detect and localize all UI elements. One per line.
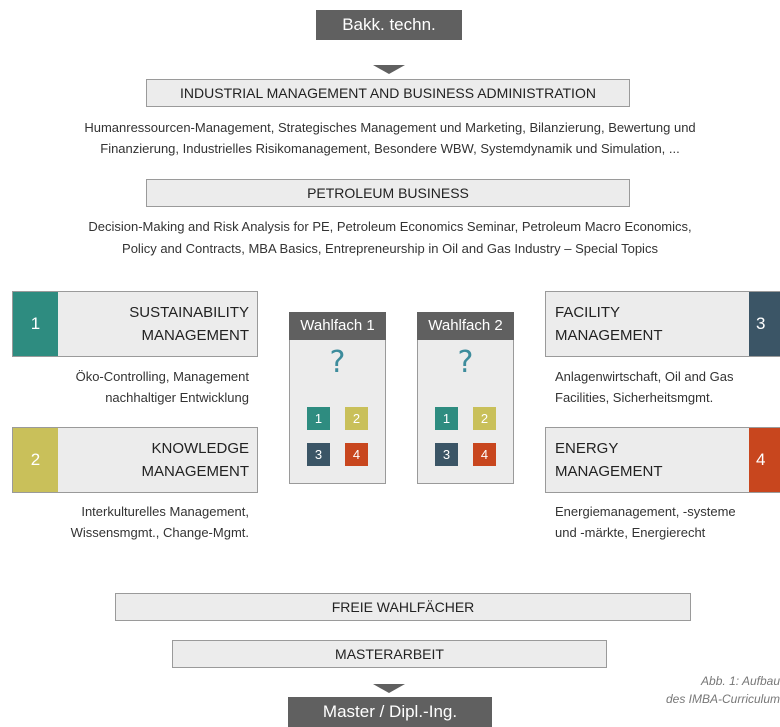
master-dipl-ing-box: Master / Dipl.-Ing.	[288, 697, 492, 727]
module-title: KNOWLEDGE	[151, 440, 249, 457]
wahlfach-title: Wahlfach 1	[289, 312, 386, 340]
petroleum-description-line2: Policy and Contracts, MBA Basics, Entrep…	[122, 241, 658, 256]
option-2-square: 2	[473, 407, 496, 430]
option-3-square: 3	[307, 443, 330, 466]
wahlfach-2-box: Wahlfach 2 ? 1 2 3 4	[417, 312, 514, 484]
bakk-techn-box: Bakk. techn.	[316, 10, 462, 40]
module-number-4: 4	[749, 428, 780, 492]
wahlfach-title: Wahlfach 2	[417, 312, 514, 340]
module-number-3: 3	[749, 292, 780, 356]
figure-caption-line1: Abb. 1: Aufbau	[701, 674, 780, 688]
wahlfach-1-box: Wahlfach 1 ? 1 2 3 4	[289, 312, 386, 484]
energy-description-line2: und -märkte, Energierecht	[555, 525, 706, 540]
facility-description-line1: Anlagenwirtschaft, Oil and Gas	[555, 369, 734, 384]
option-4-square: 4	[345, 443, 368, 466]
energy-module: ENERGY MANAGEMENT 4	[545, 427, 780, 493]
module-title: SUSTAINABILITY	[129, 304, 249, 321]
facility-module: FACILITY MANAGEMENT 3	[545, 291, 780, 357]
module-title: MANAGEMENT	[555, 327, 663, 344]
option-2-square: 2	[345, 407, 368, 430]
sustainability-description-line1: Öko-Controlling, Management	[75, 369, 249, 384]
knowledge-description-line1: Interkulturelles Management,	[81, 504, 249, 519]
imba-description-line2: Finanzierung, Industrielles Risikomanage…	[100, 141, 680, 156]
module-title: MANAGEMENT	[555, 463, 663, 480]
module-title: ENERGY	[555, 440, 619, 457]
question-mark-icon: ?	[329, 345, 346, 380]
sustainability-description-line2: nachhaltiger Entwicklung	[105, 390, 249, 405]
figure-caption-line2: des IMBA-Curriculum	[665, 692, 780, 706]
option-1-square: 1	[435, 407, 458, 430]
imba-description-line1: Humanressourcen-Management, Strategische…	[84, 120, 696, 135]
module-title: MANAGEMENT	[141, 327, 249, 344]
module-number-1: 1	[13, 292, 58, 356]
petroleum-description-line1: Decision-Making and Risk Analysis for PE…	[88, 219, 692, 234]
imba-header: INDUSTRIAL MANAGEMENT AND BUSINESS ADMIN…	[146, 79, 630, 107]
down-arrow-icon	[373, 65, 405, 74]
freie-wahlfaecher-bar: FREIE WAHLFÄCHER	[115, 593, 691, 621]
sustainability-module: 1 SUSTAINABILITY MANAGEMENT	[12, 291, 258, 357]
option-3-square: 3	[435, 443, 458, 466]
option-4-square: 4	[473, 443, 496, 466]
module-number-2: 2	[13, 428, 58, 492]
knowledge-module: 2 KNOWLEDGE MANAGEMENT	[12, 427, 258, 493]
module-title: MANAGEMENT	[141, 463, 249, 480]
petroleum-header: PETROLEUM BUSINESS	[146, 179, 630, 207]
knowledge-description-line2: Wissensmgmt., Change-Mgmt.	[70, 525, 249, 540]
masterarbeit-bar: MASTERARBEIT	[172, 640, 607, 668]
question-mark-icon: ?	[457, 345, 474, 380]
module-title: FACILITY	[555, 304, 621, 321]
down-arrow-icon	[373, 684, 405, 693]
option-1-square: 1	[307, 407, 330, 430]
facility-description-line2: Facilities, Sicherheitsmgmt.	[555, 390, 714, 405]
energy-description-line1: Energiemanagement, -systeme	[555, 504, 736, 519]
